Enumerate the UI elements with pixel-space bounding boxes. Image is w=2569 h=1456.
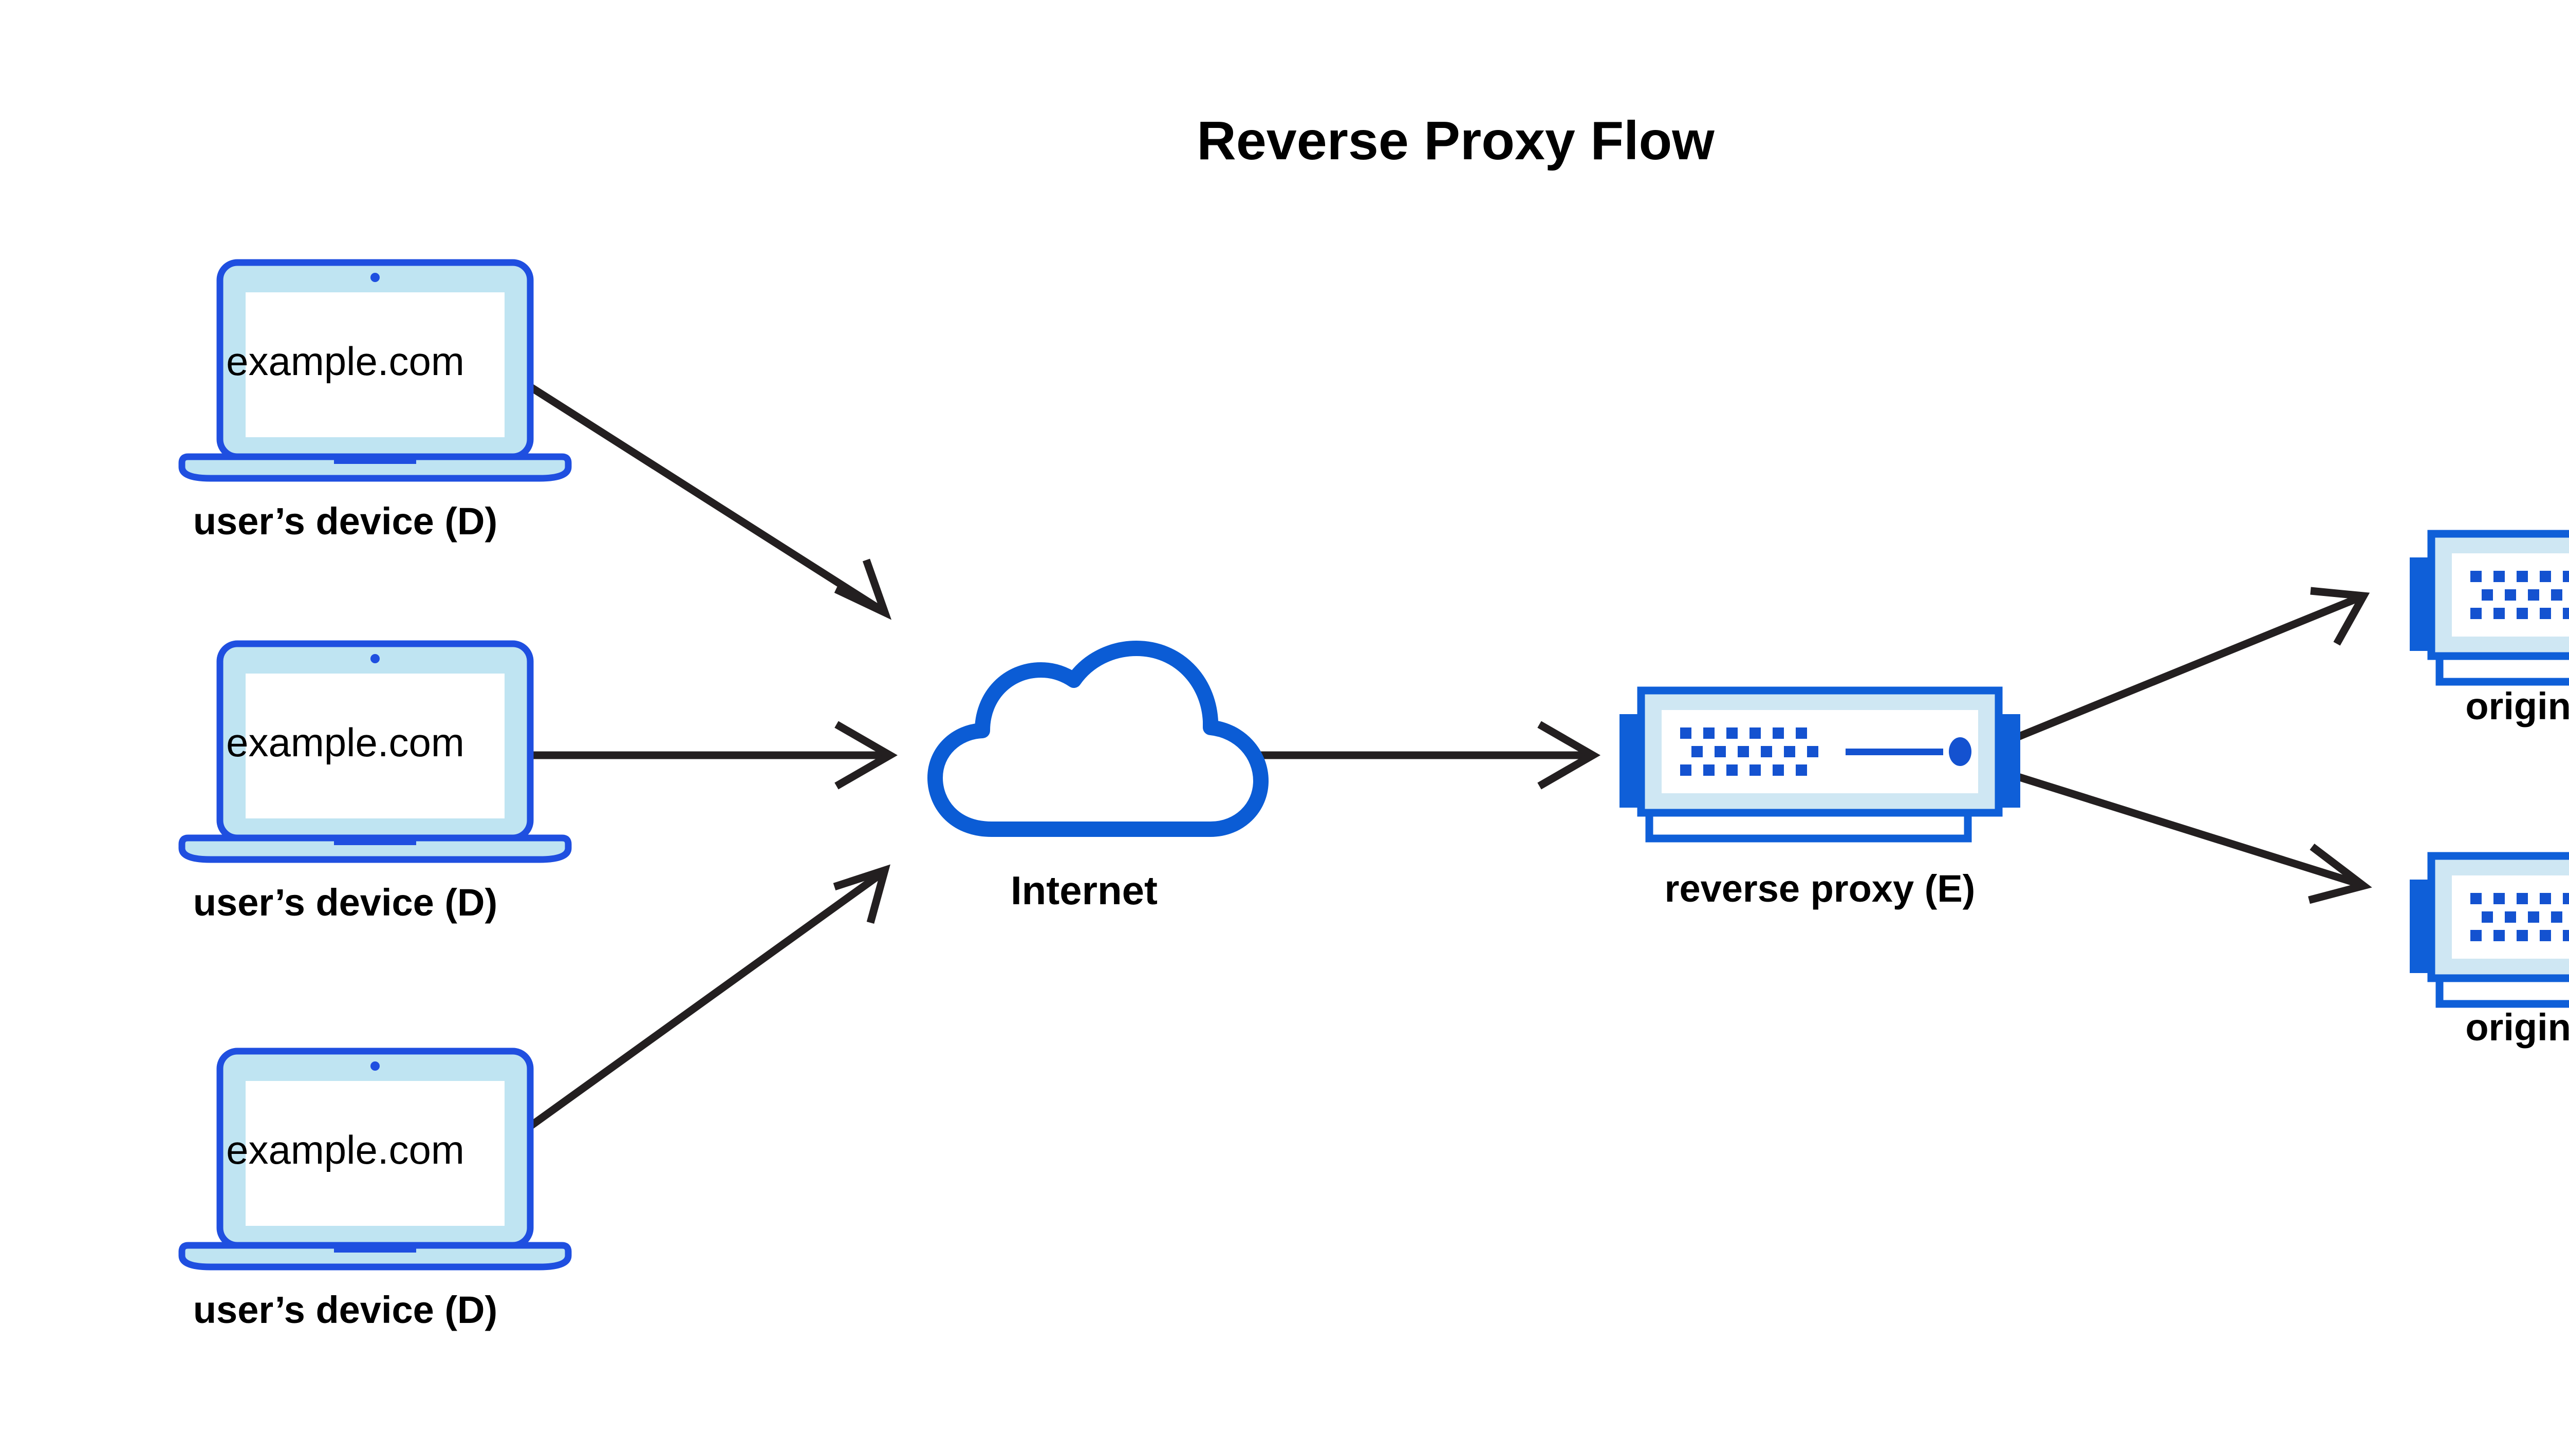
- node-origin-server-2[interactable]: origin server (F): [2410, 856, 2569, 1049]
- node-user-device-1[interactable]: example.com user’s device (D): [182, 263, 568, 543]
- device-label: user’s device (D): [193, 1289, 497, 1331]
- device-label: user’s device (D): [193, 881, 497, 924]
- node-reverse-proxy[interactable]: reverse proxy (E): [1619, 690, 2020, 910]
- edge-proxy-origin1: [2017, 587, 2370, 740]
- edge-internet-proxy: [1233, 721, 1601, 790]
- reverse-proxy-label: reverse proxy (E): [1665, 867, 1976, 910]
- edge-layer: [509, 371, 2372, 1143]
- node-user-device-2[interactable]: example.com user’s device (D): [182, 644, 568, 924]
- device-screen-text: example.com: [226, 1127, 464, 1172]
- node-origin-server-1[interactable]: origin server (F): [2410, 534, 2569, 727]
- server-icon: [2410, 856, 2569, 1004]
- edge-proxy-origin2: [2017, 773, 2372, 904]
- server-icon: [1619, 690, 2020, 838]
- device-screen-text: example.com: [226, 339, 464, 384]
- node-user-device-3[interactable]: example.com user’s device (D): [182, 1051, 568, 1331]
- page-title: Reverse Proxy Flow: [1197, 110, 1715, 171]
- device-screen-text: example.com: [226, 720, 464, 765]
- origin-server-label: origin server (F): [2465, 685, 2569, 727]
- device-label: user’s device (D): [193, 500, 497, 543]
- node-internet[interactable]: Internet: [935, 648, 1261, 913]
- edge-device1-internet: [509, 371, 892, 620]
- edge-device3-internet: [509, 864, 890, 1143]
- origin-server-label: origin server (F): [2465, 1006, 2569, 1049]
- edge-device2-internet: [514, 721, 898, 790]
- internet-label: Internet: [1011, 868, 1158, 913]
- server-icon: [2410, 534, 2569, 682]
